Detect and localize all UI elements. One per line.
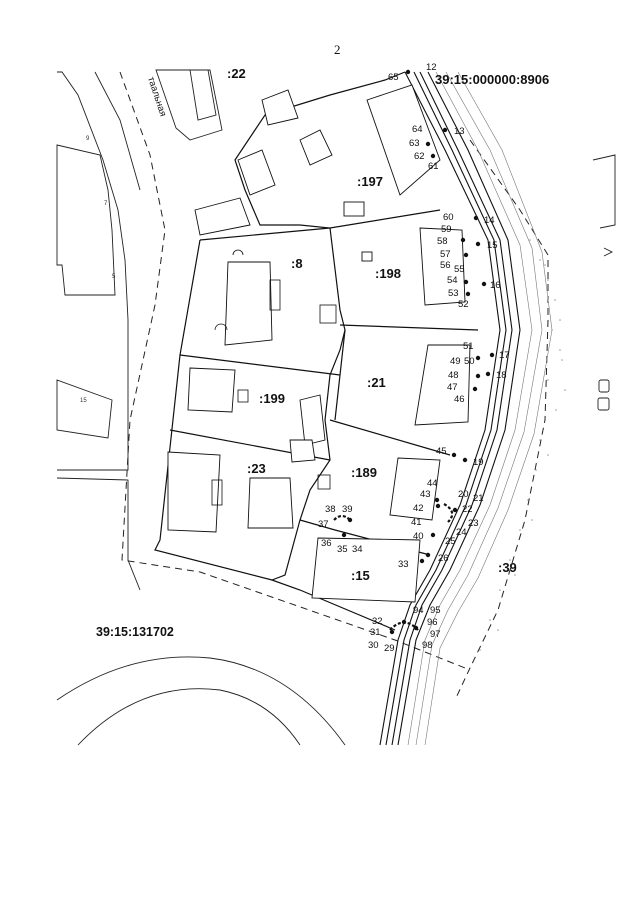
- point-label: 52: [458, 299, 469, 310]
- point-label: 49: [450, 356, 461, 367]
- point-label: 96: [427, 617, 438, 628]
- point-label: 15: [487, 240, 498, 251]
- point-label: 42: [413, 503, 424, 514]
- point-label: 19: [473, 457, 484, 468]
- point-label: 58: [437, 236, 448, 247]
- point-label: 47: [447, 382, 458, 393]
- point-label: 20: [458, 489, 469, 500]
- point-label: 33: [398, 559, 409, 570]
- point-label: 38: [325, 504, 336, 515]
- point-labels: 12 13 14 15 16 17 18 19 20 21 22 23 24 2…: [318, 62, 510, 654]
- point-label: 18: [496, 370, 507, 381]
- point-label: 94: [413, 605, 424, 616]
- point-label: 62: [414, 151, 425, 162]
- point-label: 34: [352, 544, 363, 555]
- bank-shading: [479, 239, 566, 651]
- point-label: 43: [420, 489, 431, 500]
- building-details: [211, 249, 337, 506]
- quarter-boundaries: [119, 71, 549, 701]
- point-label: 16: [490, 280, 501, 291]
- house-number: 7: [104, 201, 108, 207]
- point-label: 17: [499, 350, 510, 361]
- point-label: 25: [445, 536, 456, 547]
- point-label: 39: [342, 504, 353, 515]
- parcel-label: :199: [259, 391, 285, 406]
- point-label: 29: [384, 643, 395, 654]
- point-label: 61: [428, 161, 439, 172]
- point-label: 57: [440, 249, 451, 260]
- quarter-number-left: 39:15:131702: [96, 625, 174, 639]
- quarter-number-top: 39:15:000000:8906: [435, 72, 549, 87]
- right-features: [592, 154, 616, 411]
- contour-lines: [407, 71, 553, 746]
- point-label: 14: [484, 215, 495, 226]
- house-numbers: 9 7 5 15: [80, 136, 116, 404]
- point-label: 35: [337, 544, 348, 555]
- point-label: 56: [440, 260, 451, 271]
- neighbour-outlines: [56, 71, 346, 746]
- point-label: 13: [454, 126, 465, 137]
- parcel-labels: :22 :197 :8 :198 :21 :199 :23 :189 :15: [227, 66, 401, 583]
- parcel-buildings: [167, 84, 471, 603]
- point-label: 32: [372, 616, 383, 627]
- parcel-label: :189: [351, 465, 377, 480]
- point-label: 50: [464, 356, 475, 367]
- point-label: 95: [430, 605, 441, 616]
- point-label: 23: [468, 518, 479, 529]
- point-label: 63: [409, 138, 420, 149]
- point-label: 40: [413, 531, 424, 542]
- parcel-label: :15: [351, 568, 370, 583]
- point-label: 22: [462, 504, 473, 515]
- point-label: 54: [447, 275, 458, 286]
- point-label: 46: [454, 394, 465, 405]
- point-label: 24: [456, 527, 467, 538]
- parcel-label: :198: [375, 266, 401, 281]
- point-label: 44: [427, 478, 438, 489]
- point-label: 26: [438, 553, 449, 564]
- house-number: 9: [86, 136, 90, 142]
- point-label: 36: [321, 538, 332, 549]
- point-label: 30: [368, 640, 379, 651]
- point-label: 97: [430, 629, 441, 640]
- point-label: 31: [370, 627, 381, 638]
- point-label: 48: [448, 370, 459, 381]
- point-label: 21: [473, 493, 484, 504]
- point-label: 53: [448, 288, 459, 299]
- page-number: 2: [334, 42, 341, 57]
- parcel-label: :21: [367, 375, 386, 390]
- house-number: 15: [80, 398, 87, 404]
- point-label: 98: [422, 640, 433, 651]
- corner-points: [341, 69, 495, 635]
- point-label: 51: [463, 341, 474, 352]
- point-label: 64: [412, 124, 423, 135]
- point-label: 12: [426, 62, 437, 73]
- point-label: 55: [454, 264, 465, 275]
- point-label: 59: [441, 224, 452, 235]
- parcel-label: :197: [357, 174, 383, 189]
- point-label: 37: [318, 519, 329, 530]
- curve-marks: [333, 503, 454, 631]
- quarter-number-right: :39: [498, 560, 517, 575]
- point-label: 65: [388, 72, 399, 83]
- point-label: 45: [436, 446, 447, 457]
- parcel-label: :8: [291, 256, 303, 271]
- parcel-label: :22: [227, 66, 246, 81]
- parcel-label: :23: [247, 461, 266, 476]
- house-number: 5: [112, 274, 116, 280]
- point-label: 41: [411, 517, 422, 528]
- left-buildings: [56, 69, 223, 439]
- point-label: 60: [443, 212, 454, 223]
